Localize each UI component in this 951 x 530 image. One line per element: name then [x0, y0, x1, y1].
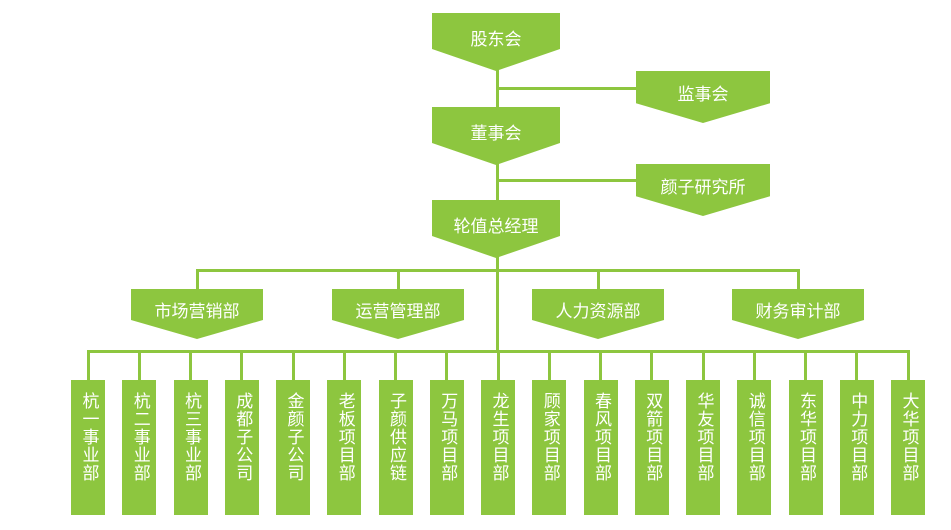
unit-label: 老板项目部 — [334, 392, 355, 482]
unit-label: 杭二事业部 — [129, 392, 150, 482]
unit-drop — [496, 350, 500, 380]
unit-label: 杭三事业部 — [181, 392, 201, 482]
unit-label: 万马项目部 — [437, 392, 458, 482]
unit-node: 杭三事业部 — [173, 380, 208, 515]
node-dept-marketing: 市场营销部 — [131, 289, 263, 339]
dept-drop-hr — [597, 269, 600, 291]
unit-drop — [291, 350, 295, 380]
unit-node: 春风项目部 — [583, 380, 618, 515]
unit-node: 子颜供应链 — [378, 380, 413, 515]
unit-drop — [394, 350, 397, 380]
unit-node: 金颜子公司 — [276, 380, 310, 515]
unit-label: 东华项目部 — [796, 392, 816, 482]
unit-label: 顾家项目部 — [539, 392, 560, 482]
unit-drop — [342, 350, 346, 380]
unit-node: 万马项目部 — [429, 380, 464, 515]
unit-drop — [189, 350, 192, 380]
unit-node: 龙生项目部 — [481, 380, 515, 515]
unit-node: 成都子公司 — [224, 380, 259, 515]
dept-drop-marketing — [196, 269, 199, 291]
unit-label: 金颜子公司 — [283, 392, 304, 482]
dept-drop-finance — [797, 269, 800, 291]
supervisors-connector — [496, 87, 636, 90]
node-label: 人力资源部 — [555, 301, 641, 322]
node-label: 董事会 — [470, 123, 522, 144]
unit-node: 双箭项目部 — [634, 380, 669, 515]
dept-drop-operations — [397, 269, 400, 291]
node-label: 颜子研究所 — [660, 177, 746, 198]
node-label: 运营管理部 — [355, 301, 441, 322]
unit-node: 顾家项目部 — [532, 380, 567, 515]
node-label: 轮值总经理 — [453, 216, 539, 237]
unit-label: 龙生项目部 — [488, 392, 509, 482]
unit-drop — [752, 350, 756, 380]
unit-drop — [701, 350, 705, 380]
unit-node: 诚信项目部 — [737, 380, 772, 515]
unit-label: 中力项目部 — [847, 392, 868, 482]
unit-label: 双箭项目部 — [642, 392, 663, 482]
unit-node: 杭一事业部 — [71, 380, 105, 515]
node-label: 财务审计部 — [755, 301, 841, 322]
unit-node: 东华项目部 — [788, 380, 823, 515]
unit-drop — [240, 350, 244, 380]
research-connector — [496, 179, 636, 182]
node-label: 股东会 — [470, 29, 522, 50]
node-board: 董事会 — [432, 107, 560, 165]
node-dept-hr: 人力资源部 — [532, 289, 664, 339]
unit-label: 子颜供应链 — [386, 392, 406, 482]
node-label: 市场营销部 — [154, 301, 240, 322]
department-bus — [196, 269, 800, 272]
unit-label: 杭一事业部 — [78, 392, 99, 482]
unit-drop — [547, 350, 551, 380]
unit-node: 老板项目部 — [327, 380, 362, 515]
node-supervisors: 监事会 — [636, 71, 770, 123]
unit-node: 中力项目部 — [839, 380, 874, 515]
unit-label: 春风项目部 — [591, 392, 611, 482]
unit-drop — [906, 350, 910, 380]
unit-label: 大华项目部 — [898, 392, 919, 482]
unit-node: 杭二事业部 — [122, 380, 157, 515]
unit-label: 诚信项目部 — [744, 392, 765, 482]
unit-drop — [804, 350, 807, 380]
unit-drop — [599, 350, 602, 380]
unit-label: 华友项目部 — [693, 392, 714, 482]
unit-drop — [86, 350, 90, 380]
unit-drop — [855, 350, 859, 380]
unit-drop — [650, 350, 654, 380]
node-label: 监事会 — [677, 84, 729, 105]
node-research: 颜子研究所 — [636, 164, 770, 216]
unit-node: 大华项目部 — [891, 380, 925, 515]
unit-node: 华友项目部 — [686, 380, 720, 515]
unit-label: 成都子公司 — [232, 392, 253, 482]
node-shareholders: 股东会 — [432, 13, 560, 71]
node-rotating-gm: 轮值总经理 — [432, 200, 560, 258]
unit-drop — [137, 350, 141, 380]
node-dept-operations: 运营管理部 — [332, 289, 464, 339]
node-dept-finance: 财务审计部 — [732, 289, 864, 339]
unit-drop — [445, 350, 449, 380]
